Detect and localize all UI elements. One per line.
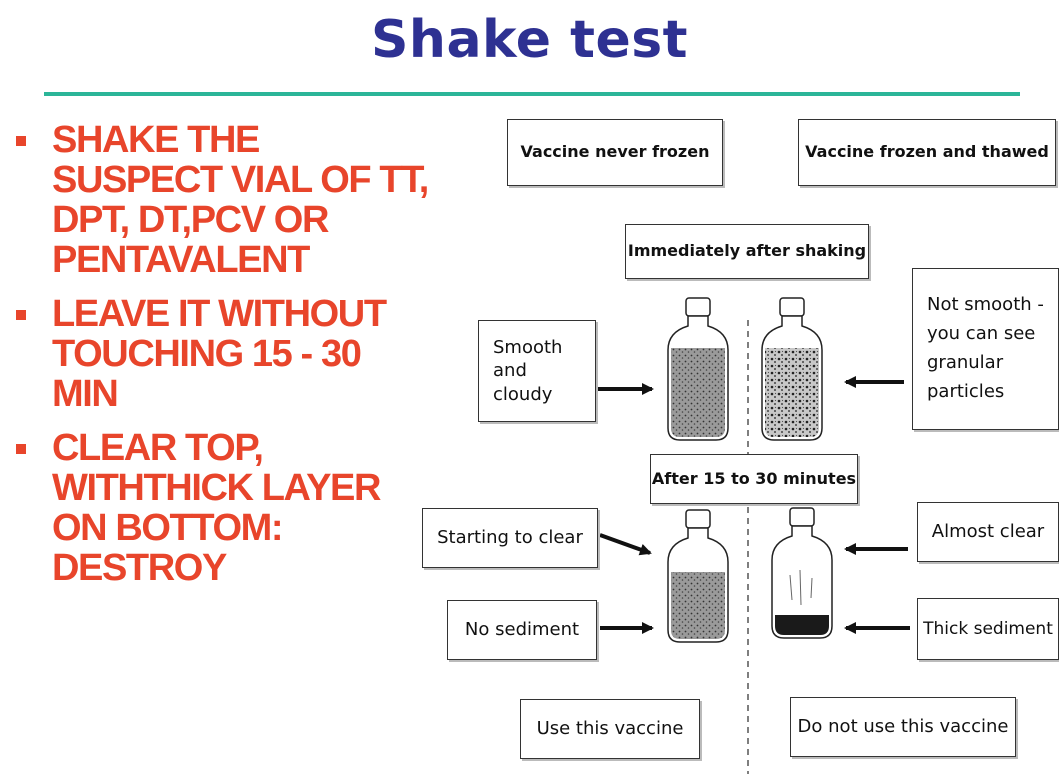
arrow-starting-clear <box>599 533 652 556</box>
vial-starting-clear <box>667 509 729 643</box>
vial-smooth-cloudy <box>667 297 729 441</box>
instruction-list: SHAKE THE SUSPECT VIAL OF TT, DPT, DT,PC… <box>14 120 434 602</box>
bullet-text: CLEAR TOP, WITHTHICK LAYER ON BOTTOM: DE… <box>52 427 381 589</box>
title-underline <box>44 92 1020 96</box>
bullet-item: SHAKE THE SUSPECT VIAL OF TT, DPT, DT,PC… <box>14 120 434 280</box>
vial-granular <box>761 297 823 441</box>
label-do-not-use: Do not use this vaccine <box>790 697 1016 757</box>
bullet-text: LEAVE IT WITHOUT TOUCHING 15 - 30 MIN <box>52 293 387 415</box>
bullet-item: CLEAR TOP, WITHTHICK LAYER ON BOTTOM: DE… <box>14 428 434 588</box>
label-frozen-thawed: Vaccine frozen and thawed <box>798 119 1056 186</box>
label-never-frozen: Vaccine never frozen <box>507 119 723 186</box>
label-after-minutes: After 15 to 30 minutes <box>650 454 858 504</box>
label-almost-clear: Almost clear <box>917 502 1059 562</box>
label-immediately: Immediately after shaking <box>625 224 869 279</box>
label-starting-clear: Starting to clear <box>422 508 598 568</box>
bullet-item: LEAVE IT WITHOUT TOUCHING 15 - 30 MIN <box>14 294 434 414</box>
bullet-text: SHAKE THE SUSPECT VIAL OF TT, DPT, DT,PC… <box>52 119 429 281</box>
bullet-square-icon <box>16 310 26 320</box>
bullet-square-icon <box>16 136 26 146</box>
label-smooth-cloudy: Smooth and cloudy <box>478 320 596 422</box>
page-title: Shake test <box>370 10 689 70</box>
label-use-vaccine: Use this vaccine <box>520 699 700 759</box>
bullet-square-icon <box>16 444 26 454</box>
label-thick-sediment: Thick sediment <box>917 598 1059 660</box>
label-no-sediment: No sediment <box>447 600 597 660</box>
vial-sediment <box>771 507 833 639</box>
label-not-smooth: Not smooth - you can see granular partic… <box>912 268 1059 430</box>
